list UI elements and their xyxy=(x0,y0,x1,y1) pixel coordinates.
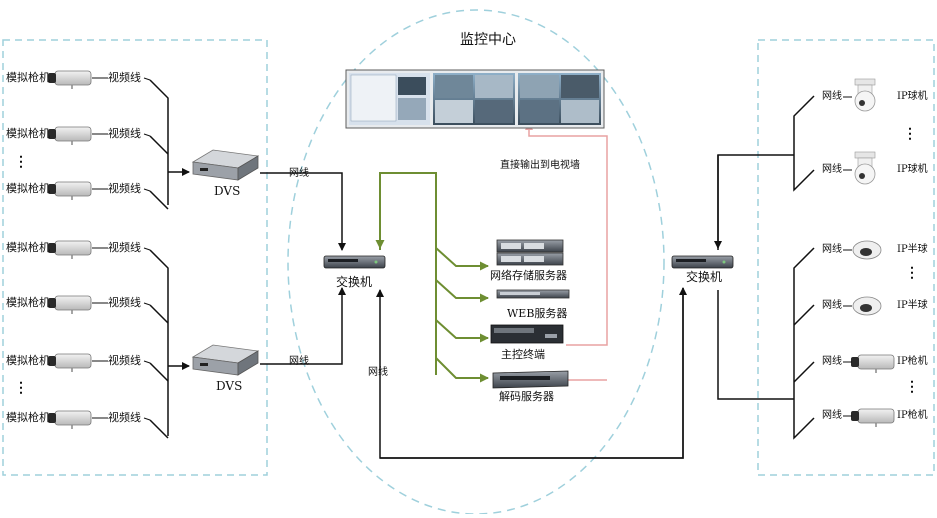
monitoring-center-border xyxy=(287,9,665,515)
ip-device-label: IP球机 xyxy=(897,164,928,175)
analog-camera-icon xyxy=(48,126,108,145)
net-line-label-bottom: 网线 xyxy=(368,367,388,378)
left-bus-1 xyxy=(149,79,190,210)
video-line-label: 视频线 xyxy=(108,182,141,195)
left-cameras xyxy=(48,70,151,429)
ip-half-dome-camera-icon xyxy=(852,296,882,316)
dvs-box-2 xyxy=(191,344,260,376)
analog-camera-label: 模拟枪机 xyxy=(6,411,50,424)
tv-wall-note: 直接输出到电视墙 xyxy=(500,160,580,171)
dvs-2-label: DVS xyxy=(216,379,243,393)
ip-dome-camera-icon xyxy=(854,78,876,112)
net-line-label-right: 网线 xyxy=(822,244,842,255)
left-bus-2 xyxy=(149,249,190,439)
storage-server-label: 网络存储服务器 xyxy=(490,269,567,282)
net-line-label-right: 网线 xyxy=(822,410,842,421)
net-line-label-dvs2: 网线 xyxy=(289,356,309,367)
storage-server-icon xyxy=(496,239,564,266)
right-bus xyxy=(714,95,815,440)
right-cameras xyxy=(843,78,895,427)
video-line-label: 视频线 xyxy=(108,411,141,424)
web-server-icon xyxy=(496,289,570,299)
analog-camera-label: 模拟枪机 xyxy=(6,182,50,195)
video-line-label: 视频线 xyxy=(108,354,141,367)
analog-camera-label: 模拟枪机 xyxy=(6,127,50,140)
analog-camera-icon xyxy=(48,240,108,259)
ip-half-dome-camera-icon xyxy=(852,240,882,260)
video-line-label: 视频线 xyxy=(108,71,141,84)
left-region-border xyxy=(2,39,268,476)
video-line-label: 视频线 xyxy=(108,127,141,140)
ip-device-label: IP半球 xyxy=(897,300,928,311)
right-switch xyxy=(671,255,734,269)
ip-device-label: IP枪机 xyxy=(897,356,928,367)
right-ellipsis-2: ⋮ xyxy=(905,265,919,281)
analog-camera-label: 模拟枪机 xyxy=(6,71,50,84)
ip-bullet-camera-icon xyxy=(851,354,895,373)
analog-camera-label: 模拟枪机 xyxy=(6,354,50,367)
decoder-server-label: 解码服务器 xyxy=(499,390,554,403)
analog-camera-icon xyxy=(48,353,108,372)
ip-device-label: IP球机 xyxy=(897,91,928,102)
dvs-1-label: DVS xyxy=(214,184,241,198)
ip-bullet-camera-icon xyxy=(851,408,895,427)
right-switch-uplink-arrow xyxy=(380,287,687,459)
net-line-label-right: 网线 xyxy=(822,356,842,367)
video-line-label: 视频线 xyxy=(108,241,141,254)
console-server-label: 主控终端 xyxy=(501,348,545,361)
net-line-label-right: 网线 xyxy=(822,164,842,175)
center-switch-label: 交换机 xyxy=(336,275,373,289)
analog-camera-label: 模拟枪机 xyxy=(6,241,50,254)
ip-device-label: IP半球 xyxy=(897,244,928,255)
dvs2-to-switch-line xyxy=(260,287,346,365)
net-line-label-right: 网线 xyxy=(822,300,842,311)
decoder-server-icon xyxy=(492,370,569,389)
video-wall xyxy=(345,69,605,129)
right-ellipsis-3: ⋮ xyxy=(905,379,919,395)
analog-camera-label: 模拟枪机 xyxy=(6,296,50,309)
analog-camera-icon xyxy=(48,181,108,200)
monitoring-center-title: 监控中心 xyxy=(460,32,516,48)
ip-device-label: IP枪机 xyxy=(897,410,928,421)
left-ellipsis-1: ⋮ xyxy=(14,154,28,170)
left-ellipsis-2: ⋮ xyxy=(14,380,28,396)
right-region-border xyxy=(757,39,935,476)
console-server-icon xyxy=(490,324,564,344)
right-switch-label: 交换机 xyxy=(686,270,723,284)
analog-camera-icon xyxy=(48,410,108,429)
analog-camera-icon xyxy=(48,70,108,89)
center-switch xyxy=(323,255,386,269)
analog-camera-icon xyxy=(48,295,108,314)
tv-wall-output-line xyxy=(525,122,608,381)
green-server-links xyxy=(375,172,489,383)
dvs-box-1 xyxy=(191,149,260,181)
net-line-label-right: 网线 xyxy=(822,91,842,102)
dvs1-to-switch-line xyxy=(260,172,346,251)
web-server-label: WEB服务器 xyxy=(507,307,568,320)
net-line-label-dvs1: 网线 xyxy=(289,168,309,179)
right-ellipsis-1: ⋮ xyxy=(903,126,917,142)
video-line-label: 视频线 xyxy=(108,296,141,309)
ip-dome-camera-icon xyxy=(854,151,876,185)
